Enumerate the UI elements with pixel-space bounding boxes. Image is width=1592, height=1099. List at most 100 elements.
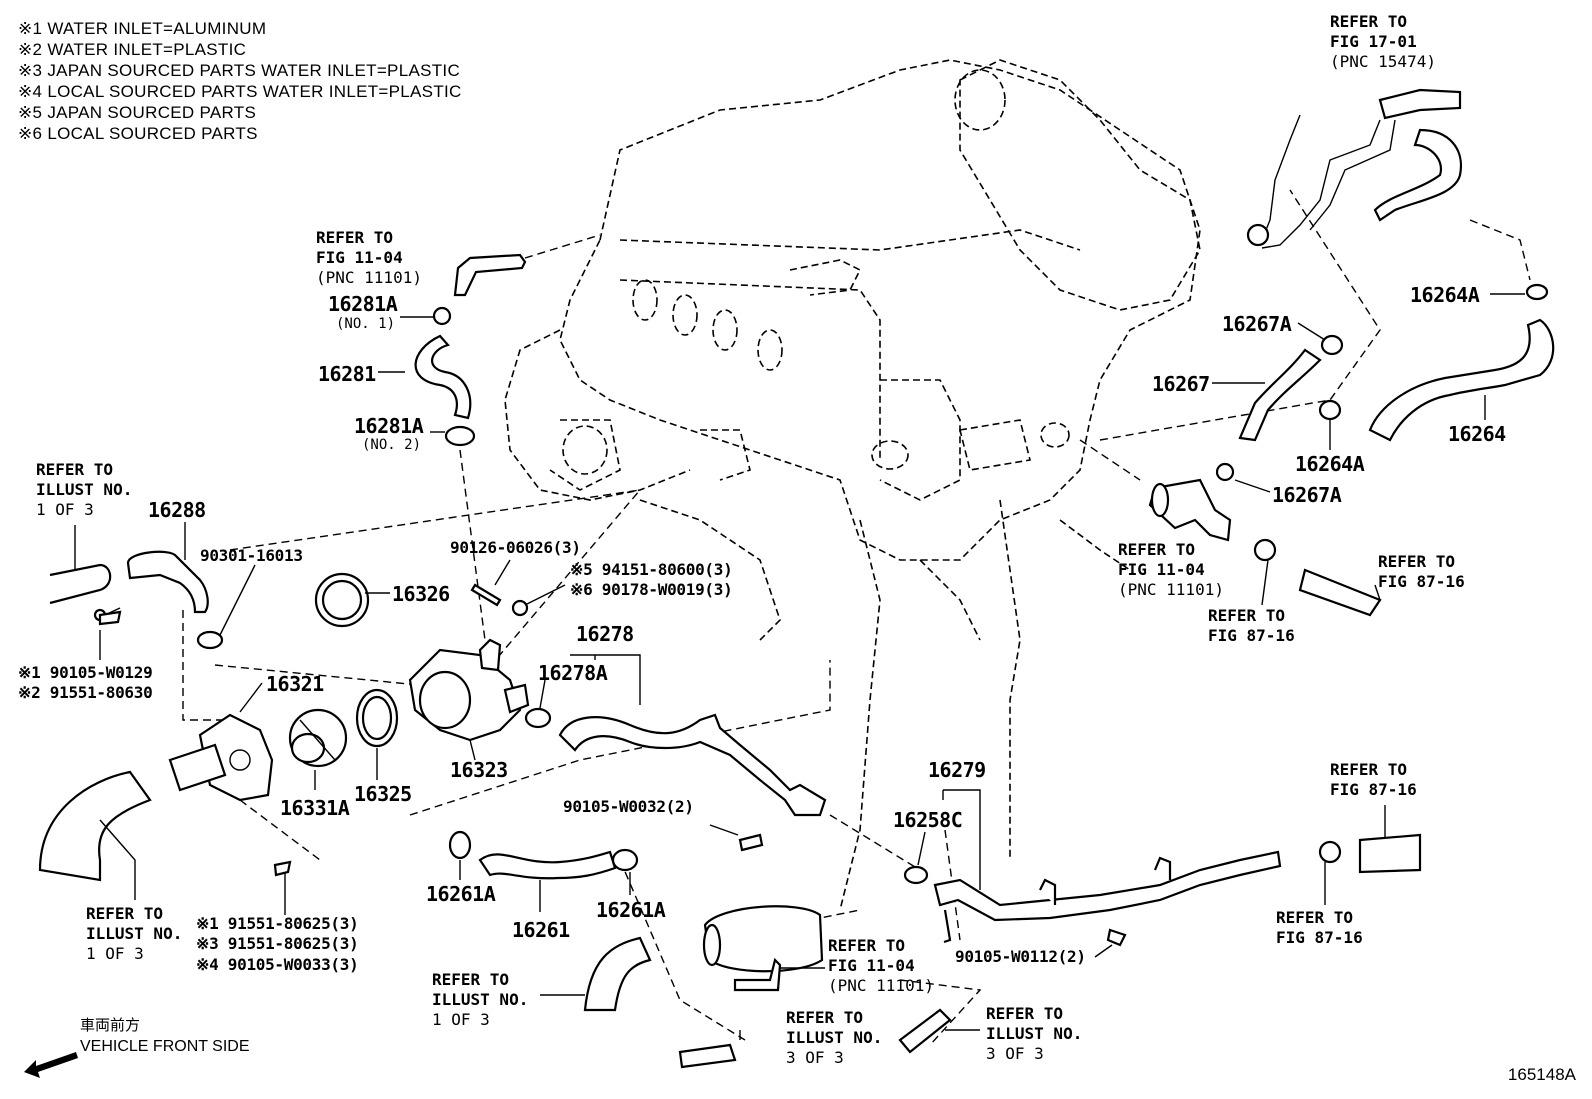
ref-line-3: 3 OF 3 bbox=[986, 1044, 1044, 1063]
water-outlet-16323 bbox=[408, 638, 530, 742]
ref-line-1: REFER TO bbox=[86, 904, 164, 923]
callout-16261: 16261 bbox=[512, 918, 570, 942]
ref-line-1: REFER TO bbox=[316, 228, 394, 247]
ref-line-1: REFER TO bbox=[1330, 12, 1408, 31]
callout-16281: 16281 bbox=[318, 362, 376, 386]
ref-line-2: FIG 87-16 bbox=[1330, 780, 1417, 799]
ref-line-3: 1 OF 3 bbox=[86, 944, 144, 963]
code-91551-80630: ※2 91551-80630 bbox=[18, 683, 153, 702]
ref-line-2: FIG 11-04 bbox=[1118, 560, 1205, 579]
clip-16267A-bot bbox=[1215, 462, 1235, 482]
engine-block-outline bbox=[504, 59, 1201, 911]
code-90301-16013: 90301-16013 bbox=[200, 546, 303, 565]
clip-16264A-top bbox=[1525, 283, 1549, 301]
callout-16264A-top: 16264A bbox=[1410, 283, 1480, 307]
code-91551-80625-3: ※3 91551-80625(3) bbox=[196, 934, 359, 953]
ref-line-2: ILLUST NO. bbox=[86, 924, 183, 943]
ref-line-1: REFER TO bbox=[1330, 760, 1408, 779]
hose-illust3-b bbox=[898, 1008, 952, 1054]
o-ring-16278A bbox=[524, 707, 552, 729]
code-90105-W0112: 90105-W0112(2) bbox=[955, 947, 1086, 966]
ref-line-1: REFER TO bbox=[1276, 908, 1354, 927]
callout-16278A: 16278A bbox=[538, 661, 608, 685]
hose-16261 bbox=[448, 830, 639, 880]
front-side-en: VEHICLE FRONT SIDE bbox=[80, 1038, 250, 1055]
clip-and-hose-fig87-16-a bbox=[1253, 538, 1382, 617]
bolt-90105-W0032 bbox=[738, 833, 764, 852]
ref-line-1: REFER TO bbox=[1208, 606, 1286, 625]
ref-line-1: REFER TO bbox=[1118, 540, 1196, 559]
ref-line-2: ILLUST NO. bbox=[36, 480, 133, 499]
callout-16267A-bot: 16267A bbox=[1272, 483, 1342, 507]
ref-line-3: (PNC 11101) bbox=[828, 976, 934, 995]
stud-bolt-90126 bbox=[470, 583, 502, 607]
code-94151-80600: ※5 94151-80600(3) bbox=[570, 560, 733, 579]
callout-16288: 16288 bbox=[148, 498, 206, 522]
ref-line-3: (PNC 11101) bbox=[1118, 580, 1224, 599]
callout-16331A: 16331A bbox=[280, 796, 350, 820]
callout-16258C: 16258C bbox=[893, 808, 963, 832]
ref-line-2: FIG 87-16 bbox=[1208, 626, 1295, 645]
code-90105-W0033: ※4 90105-W0033(3) bbox=[196, 955, 359, 974]
water-inlet-16321 bbox=[168, 713, 274, 802]
ref-line-2: FIG 87-16 bbox=[1276, 928, 1363, 947]
hose-16281-assembly bbox=[414, 253, 527, 447]
note-1: ※1 WATER INLET=ALUMINUM bbox=[18, 19, 267, 38]
thermostat-16331A bbox=[288, 708, 348, 768]
clip-and-hose-fig87-16-b bbox=[1318, 833, 1422, 874]
leader-lines bbox=[74, 293, 1525, 1040]
pipe-fig17-01 bbox=[1246, 88, 1463, 249]
bolt-91551-80625 bbox=[273, 860, 292, 877]
callout-16267A-top: 16267A bbox=[1222, 312, 1292, 336]
code-90126-06026: 90126-06026(3) bbox=[450, 538, 581, 557]
hose-16264 bbox=[1368, 318, 1555, 442]
pipe-16279 bbox=[933, 850, 1282, 944]
hose-elbow-16288 bbox=[49, 550, 224, 650]
callout-16321: 16321 bbox=[266, 672, 324, 696]
ref-line-1: REFER TO bbox=[432, 970, 510, 989]
ref-line-2: FIG 11-04 bbox=[828, 956, 915, 975]
ref-line-2: ILLUST NO. bbox=[986, 1024, 1083, 1043]
code-90105-W0129: ※1 90105-W0129 bbox=[18, 663, 153, 682]
union-fig11-04-right bbox=[1148, 478, 1232, 542]
ref-line-1: REFER TO bbox=[1378, 552, 1456, 571]
callout-16264A-bot: 16264A bbox=[1295, 452, 1365, 476]
nut-94151 bbox=[511, 599, 529, 617]
callout-16325: 16325 bbox=[354, 782, 412, 806]
figure-number: 165148A bbox=[1507, 1065, 1576, 1084]
hose-16267 bbox=[1238, 348, 1322, 442]
ref-line-2: ILLUST NO. bbox=[786, 1028, 883, 1047]
callout-16261A-right: 16261A bbox=[596, 898, 666, 922]
o-ring-16258C bbox=[903, 865, 929, 885]
ref-line-3: 1 OF 3 bbox=[36, 500, 94, 519]
callout-16281A-no2-sub: (NO. 2) bbox=[362, 437, 422, 453]
bolt-90105-W0112 bbox=[1106, 928, 1127, 947]
clip-16264A-bot bbox=[1318, 399, 1342, 421]
ref-line-2: FIG 11-04 bbox=[316, 248, 403, 267]
code-91551-80625-1: ※1 91551-80625(3) bbox=[196, 914, 359, 933]
callout-16278: 16278 bbox=[576, 622, 634, 646]
ref-line-3: (PNC 11101) bbox=[316, 268, 422, 287]
bolt-90105-W0129 bbox=[98, 610, 122, 626]
ref-line-3: 1 OF 3 bbox=[432, 1010, 490, 1029]
ref-line-1: REFER TO bbox=[36, 460, 114, 479]
pipe-16278 bbox=[558, 713, 827, 817]
callout-16261A-left: 16261A bbox=[426, 882, 496, 906]
ref-line-1: REFER TO bbox=[786, 1008, 864, 1027]
hose-lower-left bbox=[38, 770, 152, 882]
callout-16281A-no1-sub: (NO. 1) bbox=[336, 316, 396, 332]
callout-16279: 16279 bbox=[928, 758, 986, 782]
note-4: ※4 LOCAL SOURCED PARTS WATER INLET=PLAST… bbox=[18, 82, 462, 101]
arrow-left-icon bbox=[24, 1052, 78, 1078]
